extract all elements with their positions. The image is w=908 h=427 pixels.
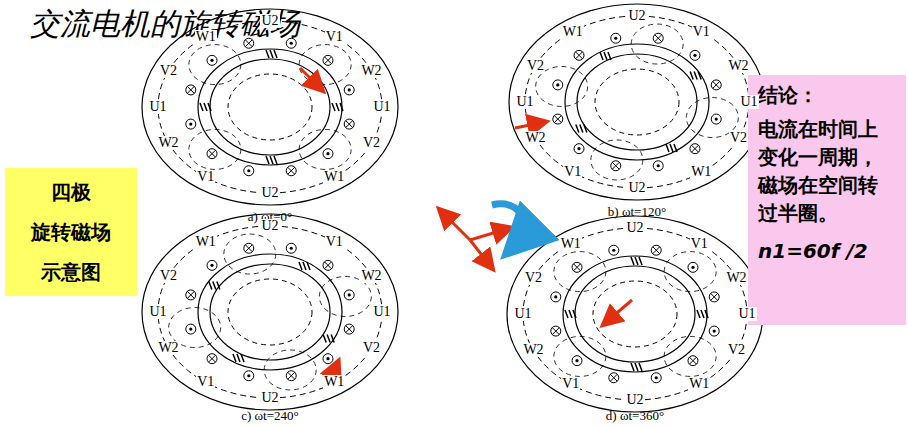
winding-label: U1 [515,95,534,109]
winding-label: U2 [625,221,644,235]
winding-label: U2 [260,186,279,200]
winding-label: V2 [362,341,381,355]
phasor-diagram [440,204,524,268]
winding-label: V2 [729,131,748,145]
winding-label: U1 [148,305,167,319]
winding-label: U1 [737,307,756,321]
winding-label: W1 [195,30,217,44]
conclusion-box: 结论： 电流在时间上变化一周期，磁场在空间转过半圈。 n1=60f /2 [748,75,906,325]
field-arrow [300,68,322,90]
motor-cross-section [507,216,763,412]
winding-label: U2 [260,14,279,28]
winding-label: W1 [690,165,712,179]
winding-label: W1 [323,375,345,389]
figure-caption: b) ωt=120° [608,204,666,220]
winding-label: W2 [522,343,544,357]
winding-label: W2 [725,271,747,285]
winding-label: V1 [561,377,580,391]
winding-label: U1 [372,305,391,319]
winding-label: V2 [362,136,381,150]
winding-label: W2 [727,59,749,73]
figure-caption: d) ωt=360° [606,408,664,424]
winding-label: V2 [526,59,545,73]
winding-label: W2 [524,131,546,145]
winding-label: W2 [360,269,382,283]
winding-label: V1 [325,235,344,249]
box-text: 电流在时间上变化一周期，磁场在空间转过半圈。 [758,115,896,227]
winding-label: V1 [690,237,709,251]
field-arrow [515,122,545,128]
winding-label: W1 [560,237,582,251]
yellow-note-box: 四极 旋转磁场 示意图 [5,168,137,296]
winding-label: U1 [148,100,167,114]
winding-label: V2 [524,271,543,285]
winding-label: U1 [739,95,758,109]
winding-label: W2 [157,136,179,150]
winding-label: U1 [513,307,532,321]
motor-cross-section [142,214,398,410]
field-arrow [604,300,632,324]
winding-label: U1 [372,100,391,114]
winding-label: W1 [688,377,710,391]
winding-label: W1 [323,170,345,184]
winding-label: V2 [727,343,746,357]
winding-label: U2 [627,181,646,195]
winding-label: U2 [627,9,646,23]
winding-label: V1 [325,30,344,44]
motor-cross-section [509,4,765,200]
winding-label: V1 [692,25,711,39]
winding-label: W1 [562,25,584,39]
winding-label: V2 [159,269,178,283]
winding-label: W2 [360,64,382,78]
box-text: n1=60f /2 [758,237,896,265]
winding-label: V1 [563,165,582,179]
box-text: 结论： [758,81,896,109]
winding-label: W2 [157,341,179,355]
winding-label: V1 [196,375,215,389]
winding-label: U2 [260,219,279,233]
winding-label: V1 [196,170,215,184]
winding-label: V2 [159,64,178,78]
winding-label: U2 [625,393,644,407]
figure-caption: c) ωt=240° [241,408,299,424]
winding-label: W1 [195,235,217,249]
winding-label: U2 [260,391,279,405]
box-text: 四极 旋转磁场 示意图 [11,172,131,292]
